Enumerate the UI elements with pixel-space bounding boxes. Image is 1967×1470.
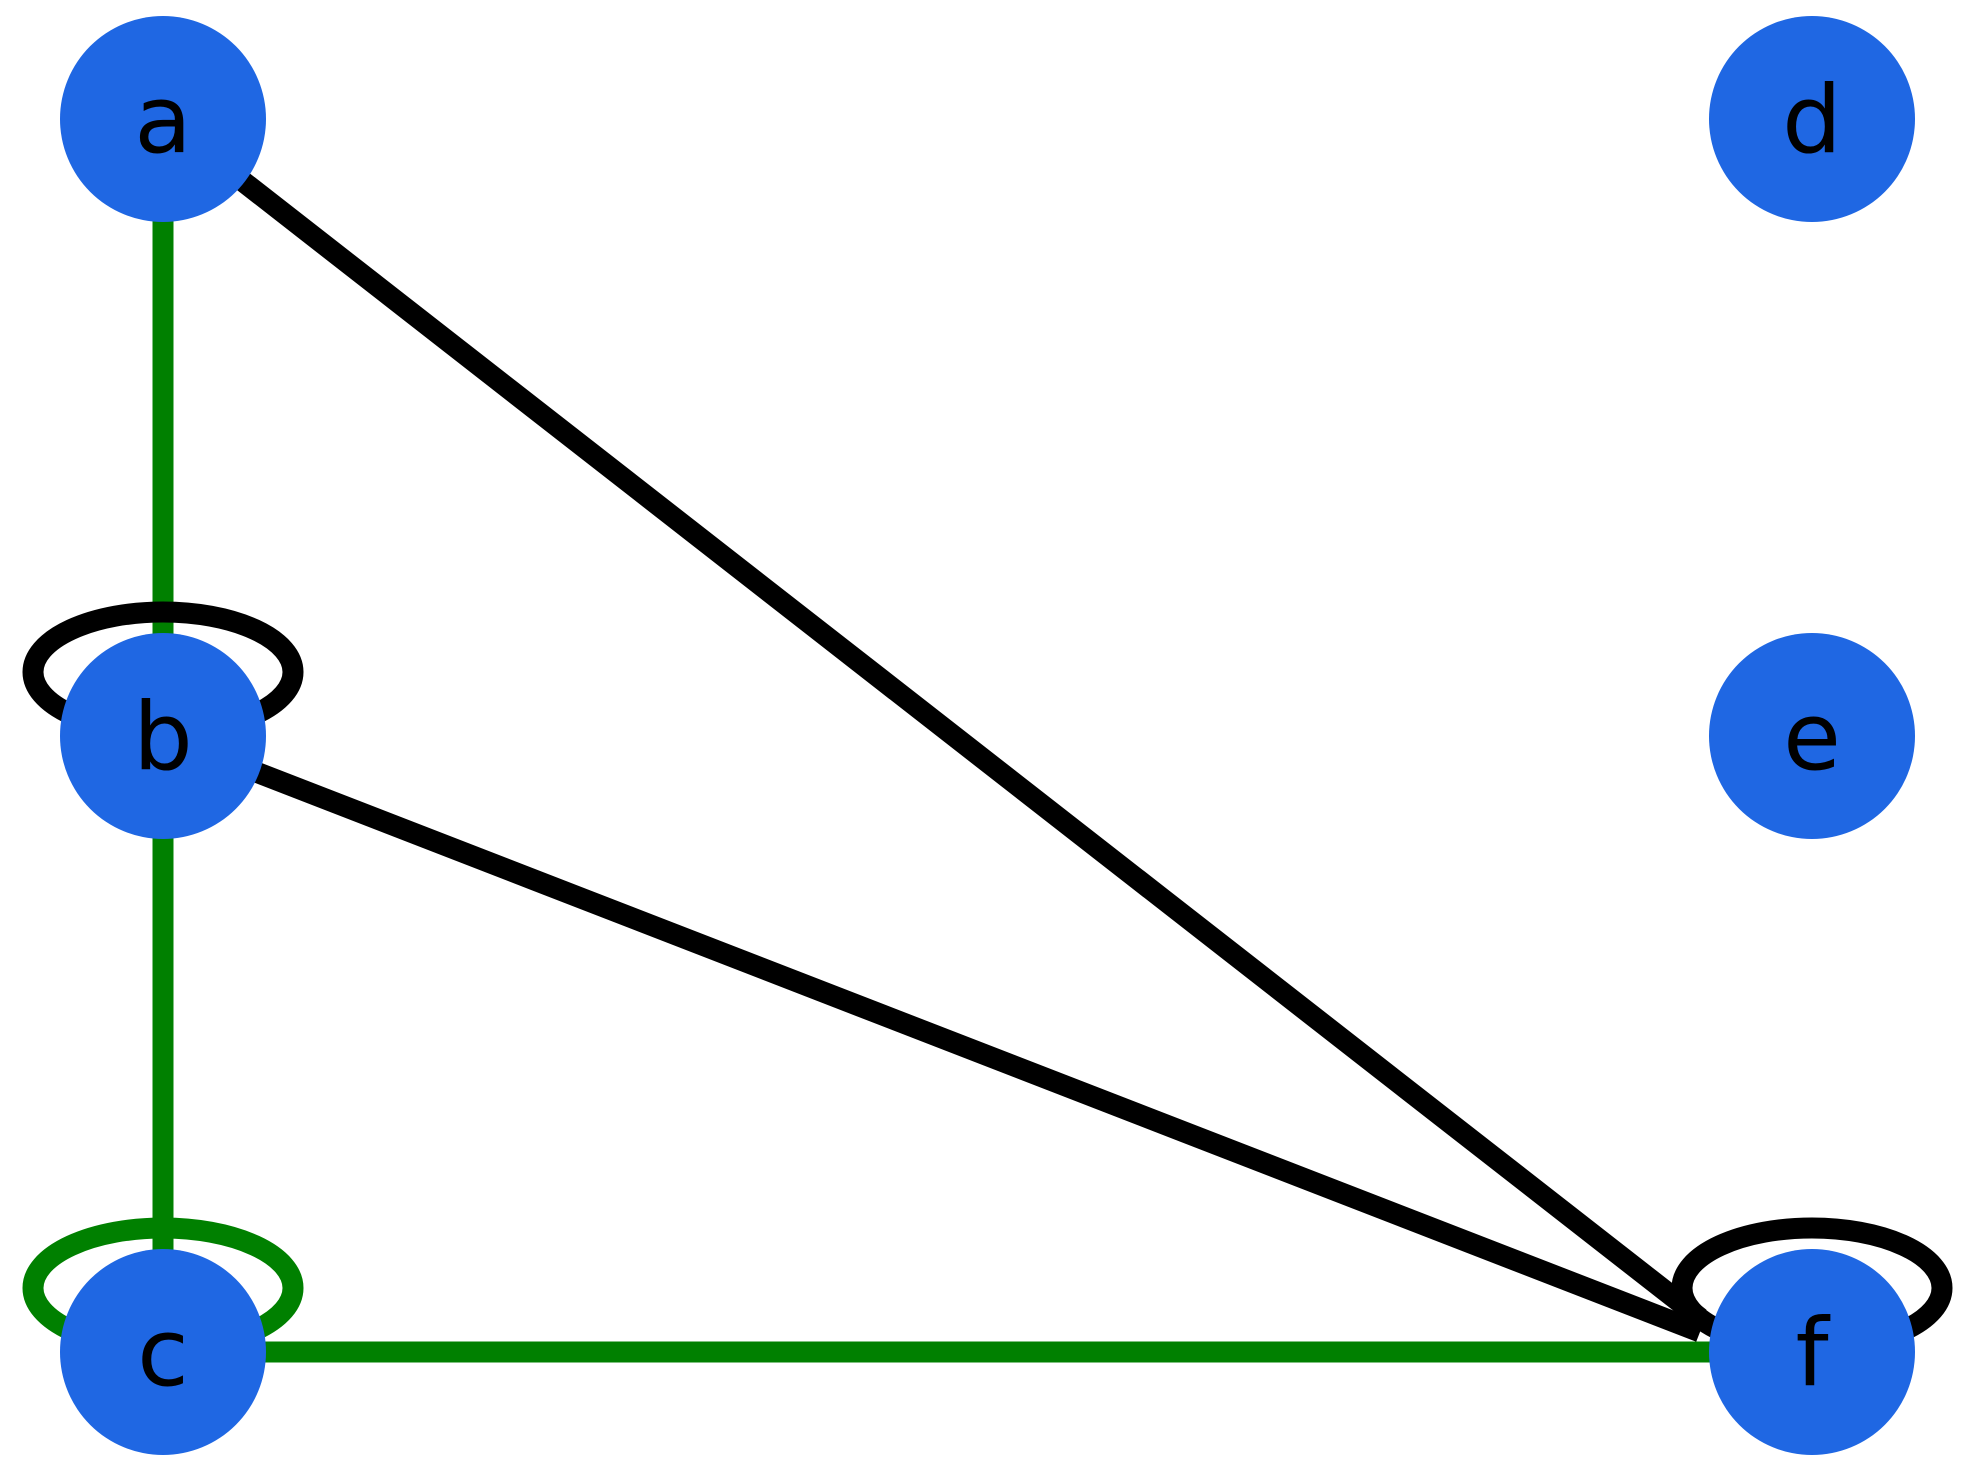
node-label-d: d <box>1782 66 1842 175</box>
node-label-f: f <box>1795 1299 1830 1408</box>
node-a: a <box>60 16 266 222</box>
node-label-b: b <box>133 683 193 792</box>
edge-b-f <box>159 726 1704 1342</box>
node-c: c <box>60 1249 266 1455</box>
node-f: f <box>1709 1249 1915 1455</box>
node-e: e <box>1709 633 1915 839</box>
node-label-e: e <box>1783 683 1841 792</box>
node-d: d <box>1709 16 1915 222</box>
node-label-a: a <box>134 66 192 175</box>
node-label-c: c <box>137 1299 189 1408</box>
edge-a-f <box>156 110 1707 1327</box>
node-b: b <box>60 633 266 839</box>
